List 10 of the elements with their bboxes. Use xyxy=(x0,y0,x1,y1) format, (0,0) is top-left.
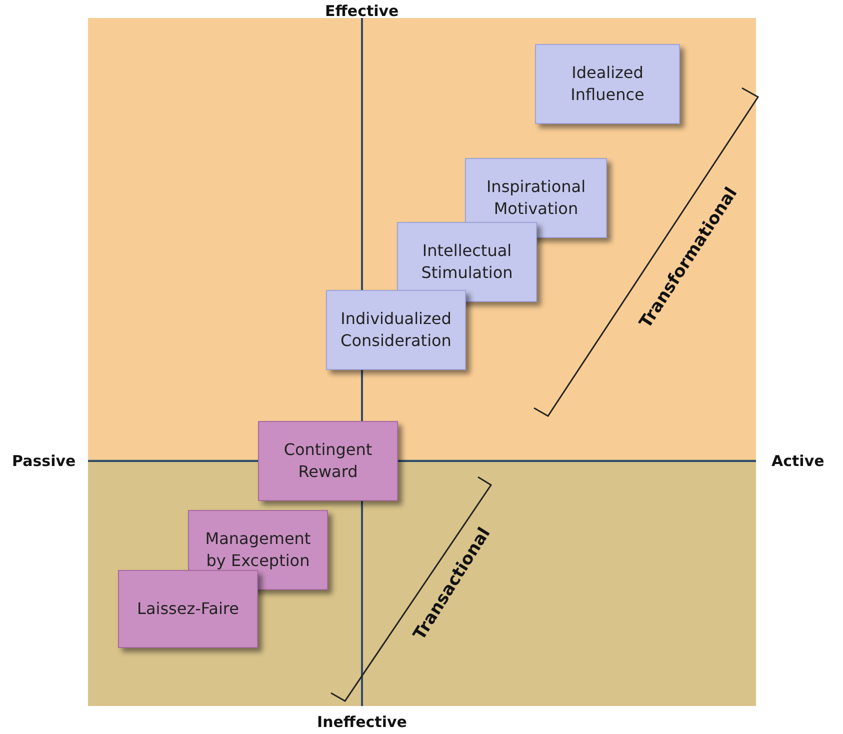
transformational-step-box: Idealized Influence xyxy=(535,44,680,124)
axis-label: Passive xyxy=(12,452,76,470)
transformational-step-box: Intellectual Stimulation xyxy=(397,222,537,302)
axis-label: Active xyxy=(772,452,824,470)
transactional-step-box: Laissez-Faire xyxy=(118,570,258,648)
transformational-step-box: Individualized Consideration xyxy=(326,290,466,370)
transactional-step-box: Contingent Reward xyxy=(258,421,398,501)
axis-label: Effective xyxy=(325,2,399,20)
axis-label: Ineffective xyxy=(317,713,407,731)
transformational-step-box: Inspirational Motivation xyxy=(465,158,607,238)
